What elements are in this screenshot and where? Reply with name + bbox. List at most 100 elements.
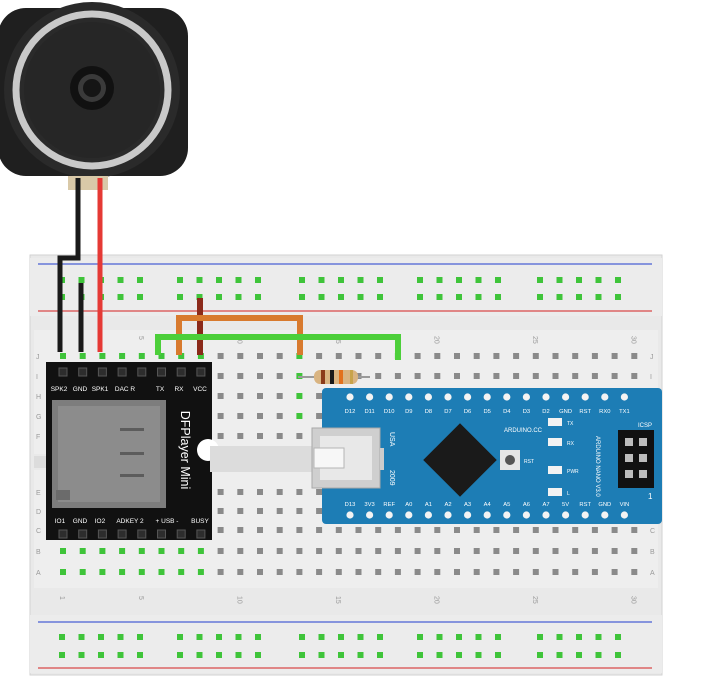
breadboard-hole xyxy=(237,489,244,495)
wires xyxy=(57,178,401,360)
breadboard-hole xyxy=(572,353,579,359)
breadboard-hole xyxy=(217,489,224,495)
arduino-pin-hole xyxy=(464,393,472,401)
breadboard-hole xyxy=(217,569,224,575)
pin-pad xyxy=(97,367,107,377)
row-letter: D xyxy=(36,509,41,516)
breadboard-hole xyxy=(513,373,520,379)
rail-hole xyxy=(216,652,222,658)
rail-hole xyxy=(436,277,443,283)
breadboard-hole xyxy=(414,569,421,575)
rail-hole xyxy=(417,294,423,300)
led-rx xyxy=(548,438,562,446)
breadboard-hole xyxy=(631,527,638,533)
rail-hole xyxy=(235,652,242,658)
breadboard-hole xyxy=(316,413,323,419)
arduino-pin-hole xyxy=(444,393,452,401)
breadboard-hole xyxy=(454,353,460,359)
rail-hole xyxy=(318,277,325,283)
rail-hole xyxy=(216,634,222,640)
breadboard-hole xyxy=(611,373,618,379)
breadboard-hole xyxy=(631,373,638,379)
rail-hole xyxy=(299,652,305,658)
rail-hole xyxy=(475,277,482,283)
breadboard-hole xyxy=(513,548,520,554)
icsp-pin xyxy=(639,470,647,478)
breadboard-hole xyxy=(217,393,224,399)
breadboard-hole xyxy=(276,433,283,439)
rail-hole xyxy=(78,634,85,640)
rail-hole xyxy=(338,634,344,640)
rail-hole xyxy=(537,294,543,300)
rail-hole xyxy=(98,634,104,640)
breadboard-hole xyxy=(414,548,421,554)
rail-hole xyxy=(235,294,242,300)
rail-hole xyxy=(417,277,423,283)
breadboard-hole xyxy=(119,353,126,359)
breadboard-hole xyxy=(60,353,66,359)
usb-cable-body xyxy=(210,446,320,472)
dfplayer-pin-label: + USB - xyxy=(156,518,179,525)
icsp-pins xyxy=(625,438,647,478)
rail-hole xyxy=(177,277,183,283)
breadboard-hole xyxy=(375,353,382,359)
arduino-pin-hole xyxy=(483,511,491,519)
rail-hole xyxy=(615,277,621,283)
breadboard-hole xyxy=(158,353,165,359)
speaker-dome-center xyxy=(83,79,101,97)
icsp-pin xyxy=(625,438,633,446)
breadboard-hole xyxy=(454,527,460,533)
rail-hole xyxy=(78,277,85,283)
breadboard-hole xyxy=(79,569,86,575)
breadboard-hole xyxy=(237,569,244,575)
rail-hole xyxy=(137,652,143,658)
breadboard-hole xyxy=(237,548,244,554)
column-number: 25 xyxy=(531,336,538,344)
breadboard-hole xyxy=(591,527,598,533)
arduino-pin-label: GND xyxy=(598,502,611,508)
row-letter: F xyxy=(36,434,40,441)
led-pwr xyxy=(548,466,562,474)
speaker-ring xyxy=(12,10,172,170)
row-letter: J xyxy=(36,354,40,361)
breadboard-hole xyxy=(335,353,342,359)
arduino-pin-label: A3 xyxy=(464,502,471,508)
breadboard-hole xyxy=(257,508,263,514)
component-bank xyxy=(380,448,384,470)
breadboard-hole xyxy=(276,569,283,575)
arduino-pin-label: D8 xyxy=(425,409,432,415)
breadboard-hole xyxy=(296,433,303,439)
pin-pad xyxy=(58,367,68,377)
arduino-pin-label: A4 xyxy=(484,502,492,508)
breadboard-hole xyxy=(217,508,224,514)
breadboard-hole xyxy=(237,353,244,359)
breadboard-hole xyxy=(355,548,362,554)
breadboard-hole xyxy=(217,548,224,554)
breadboard-hole xyxy=(414,373,421,379)
rail-hole xyxy=(299,277,305,283)
breadboard-hole xyxy=(335,569,342,575)
arduino-pin-hole xyxy=(581,511,589,519)
arduino-pin-label: A5 xyxy=(503,502,510,508)
breadboard-hole xyxy=(197,548,204,554)
rail-hole xyxy=(495,277,501,283)
rail-hole xyxy=(117,652,124,658)
breadboard-hole xyxy=(394,373,401,379)
pin-pad xyxy=(78,367,88,377)
breadboard-hole xyxy=(375,527,382,533)
breadboard-hole xyxy=(434,548,441,554)
rail-hole xyxy=(377,652,383,658)
arduino-pin-hole xyxy=(562,393,570,401)
arduino-pin-label: A6 xyxy=(523,502,530,508)
dfplayer-pin-label: SPK1 xyxy=(92,386,109,393)
arduino-pin-label: D12 xyxy=(345,409,356,415)
icsp-header xyxy=(618,430,654,488)
row-letter: A xyxy=(650,570,655,577)
rail-hole xyxy=(235,277,242,283)
arduino-pin-label: D3 xyxy=(523,409,530,415)
arduino-pin-hole xyxy=(424,393,432,401)
breadboard-hole xyxy=(552,527,559,533)
